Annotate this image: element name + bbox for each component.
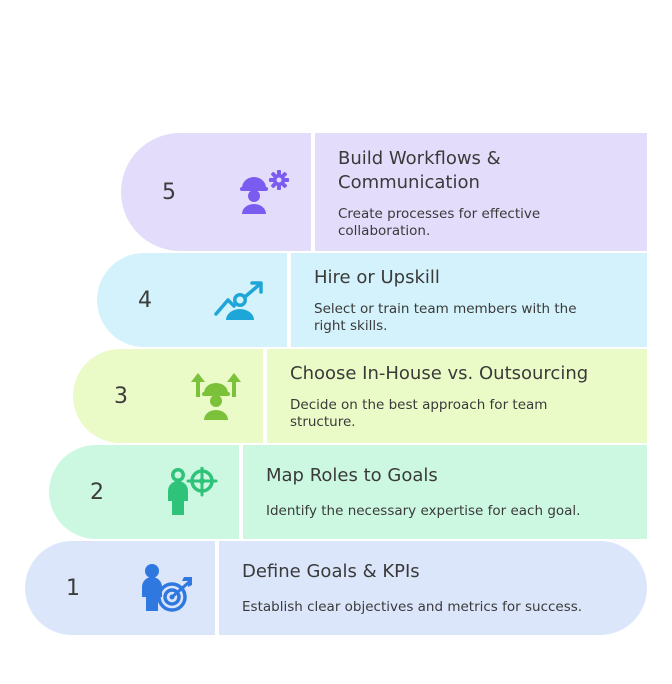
step-4-description-line-2: right skills. bbox=[314, 318, 388, 334]
step-4-description: Select or train team members with the ri… bbox=[314, 301, 577, 335]
step-5-description-line-2: collaboration. bbox=[338, 223, 431, 239]
step-2-description-line-1: Identify the necessary expertise for eac… bbox=[266, 503, 581, 519]
step-5: 5 Build Workflows & Communic bbox=[121, 133, 647, 251]
step-5-description: Create processes for effective collabora… bbox=[338, 206, 540, 240]
step-3-description-line-2: structure. bbox=[290, 414, 356, 430]
step-2-divider bbox=[239, 445, 243, 539]
step-4-title: Hire or Upskill bbox=[314, 266, 440, 290]
step-1-title: Define Goals & KPIs bbox=[242, 560, 420, 584]
step-3-title-line-1: Choose In-House vs. Outsourcing bbox=[290, 363, 589, 384]
step-2-title-line-1: Map Roles to Goals bbox=[266, 465, 438, 486]
step-4-band bbox=[97, 253, 647, 347]
step-3-band bbox=[73, 349, 647, 443]
step-3-number: 3 bbox=[114, 383, 128, 409]
step-2-title: Map Roles to Goals bbox=[266, 464, 438, 488]
person-target-icon bbox=[144, 445, 240, 539]
step-3-description: Decide on the best approach for team str… bbox=[290, 397, 547, 431]
step-5-number: 5 bbox=[162, 179, 176, 205]
step-4-divider bbox=[287, 253, 291, 347]
step-4-description-line-1: Select or train team members with the bbox=[314, 301, 577, 317]
worker-up-arrows-icon bbox=[168, 349, 264, 443]
step-1: 1 Define Goals & KPIs bbox=[25, 541, 647, 635]
step-5-divider bbox=[311, 133, 315, 251]
step-2: 2 Map Roles to Goals bbox=[49, 445, 647, 539]
step-2-band bbox=[49, 445, 647, 539]
step-3-description-line-1: Decide on the best approach for team bbox=[290, 397, 548, 413]
step-1-number: 1 bbox=[66, 575, 80, 601]
step-5-title: Build Workflows & Communication bbox=[338, 147, 501, 195]
person-growth-arrow-icon bbox=[192, 253, 288, 347]
step-1-divider bbox=[215, 541, 219, 635]
step-3-title: Choose In-House vs. Outsourcing bbox=[290, 362, 588, 386]
step-2-number: 2 bbox=[90, 479, 104, 505]
step-4-number: 4 bbox=[138, 287, 152, 313]
step-3-divider bbox=[263, 349, 267, 443]
step-5-title-line-1: Build Workflows & bbox=[338, 148, 501, 169]
step-5-title-line-2: Communication bbox=[338, 172, 480, 193]
person-bullseye-icon bbox=[120, 541, 216, 635]
step-3: 3 Choose In-House vs. Outsourcing Decide… bbox=[73, 349, 647, 443]
step-1-band bbox=[25, 541, 647, 635]
step-4: 4 Hire or Upskill Select or train team m… bbox=[97, 253, 647, 347]
step-5-description-line-1: Create processes for effective bbox=[338, 206, 541, 222]
step-2-description: Identify the necessary expertise for eac… bbox=[266, 503, 580, 520]
step-1-title-line-1: Define Goals & KPIs bbox=[242, 561, 420, 582]
step-5-band bbox=[121, 133, 647, 251]
step-1-description: Establish clear objectives and metrics f… bbox=[242, 599, 582, 616]
step-1-description-line-1: Establish clear objectives and metrics f… bbox=[242, 599, 583, 615]
step-4-title-line-1: Hire or Upskill bbox=[314, 267, 440, 288]
worker-gear-icon bbox=[216, 133, 312, 251]
